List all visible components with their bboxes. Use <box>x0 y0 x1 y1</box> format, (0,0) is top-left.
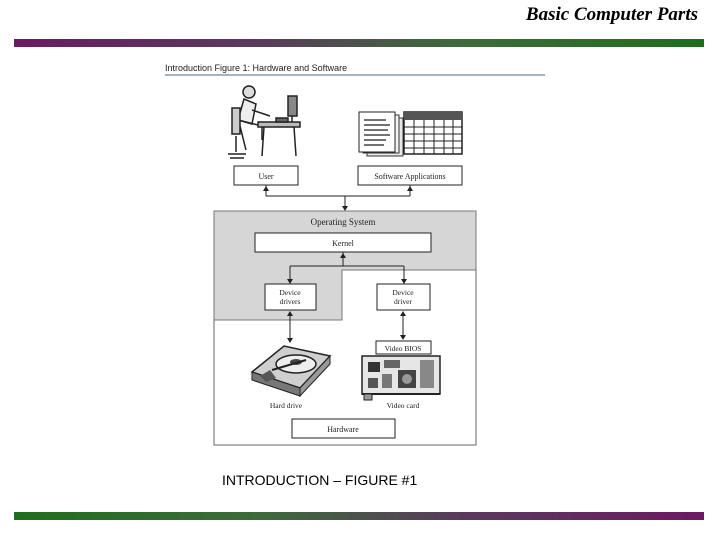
hard-drive-label: Hard drive <box>270 401 303 410</box>
video-card-label: Video card <box>387 401 420 410</box>
device-drivers-box <box>264 283 317 311</box>
hardware-label: Hardware <box>327 425 359 434</box>
software-applications-label: Software Applications <box>374 172 445 181</box>
user-at-computer-illustration <box>228 85 301 159</box>
software-applications-illustration <box>358 111 463 157</box>
page-title: Basic Computer Parts <box>525 4 698 25</box>
video-bios-label: Video BIOS <box>385 344 422 353</box>
video-card-illustration <box>361 355 441 401</box>
kernel-label: Kernel <box>332 239 355 248</box>
bottom-divider-bar <box>14 512 704 520</box>
device-driver-label-line1: Device <box>392 288 414 297</box>
figure-title: Introduction Figure 1: Hardware and Soft… <box>165 63 347 73</box>
hardware-box <box>291 418 396 439</box>
user-label: User <box>258 172 273 181</box>
device-drivers-label-line2: drivers <box>280 297 301 306</box>
video-bios-box <box>375 340 432 355</box>
device-driver-box <box>376 283 431 311</box>
hard-drive-illustration <box>250 345 332 398</box>
device-driver-label-line2: driver <box>394 297 412 306</box>
top-connector <box>265 185 411 210</box>
figure-caption: INTRODUCTION – FIGURE #1 <box>222 472 418 488</box>
top-divider-bar <box>14 39 704 47</box>
operating-system-label: Operating System <box>311 217 376 227</box>
device-drivers-label-line1: Device <box>279 288 301 297</box>
